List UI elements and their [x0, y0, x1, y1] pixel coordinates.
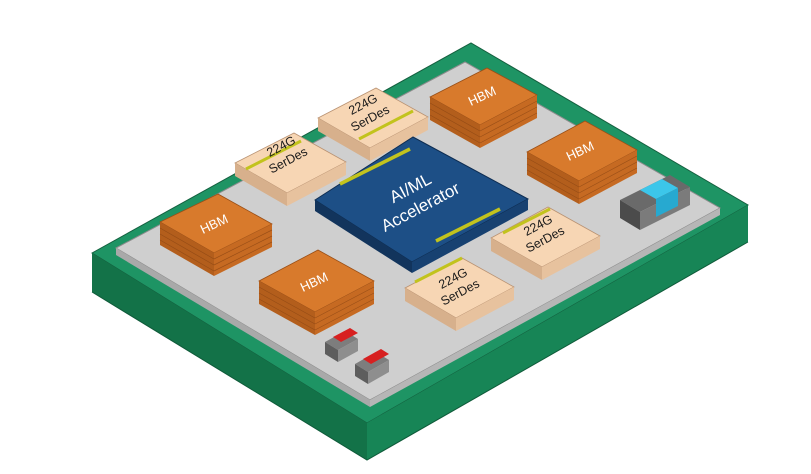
hbm-stack: HBM — [429, 67, 538, 148]
hbm-stack: HBM — [159, 193, 273, 276]
serdes-chiplet: 224G SerDes — [317, 87, 429, 161]
connector-block — [620, 175, 690, 230]
hbm-stack: HBM — [526, 120, 638, 204]
hbm-stack: HBM — [258, 249, 375, 335]
serdes-chiplet: 224G SerDes — [234, 132, 347, 206]
ai-ml-accelerator-die: AI/ML Accelerator — [314, 136, 530, 273]
capacitor-group — [325, 328, 389, 384]
serdes-chiplet: 224G SerDes — [490, 206, 601, 280]
serdes-chiplet: 224G SerDes — [404, 256, 515, 331]
